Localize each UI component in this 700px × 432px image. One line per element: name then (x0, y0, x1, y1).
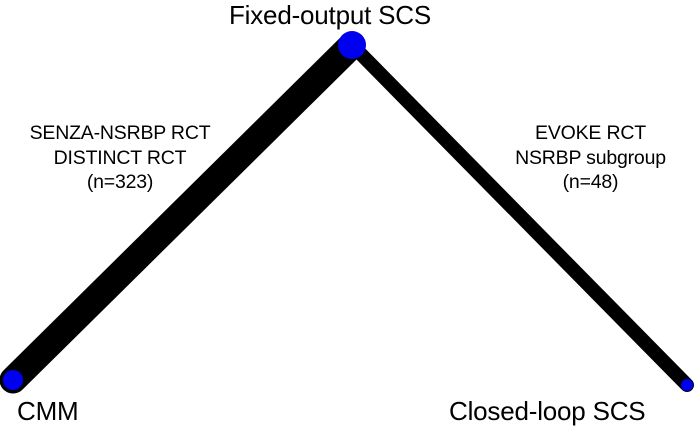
node-closed-loop-scs[interactable] (681, 379, 693, 391)
node-label-closed-loop-scs: Closed-loop SCS (449, 396, 646, 426)
edge-label-cmm-fixed-output-scs: SENZA-NSRBP RCT DISTINCT RCT (n=323) (0, 121, 240, 195)
edge-label-right-line1: EVOKE RCT (535, 122, 646, 144)
nodes-group (3, 31, 693, 391)
node-label-fixed-output-scs: Fixed-output SCS (229, 0, 432, 30)
edge-label-right-line2: NSRBP subgroup (515, 146, 666, 169)
node-label-cmm: CMM (17, 396, 79, 426)
edge-label-left-line1: SENZA-NSRBP RCT (29, 122, 211, 144)
edge-label-right-line3: (n=48) (562, 171, 619, 194)
edge-label-left-line3: (n=323) (86, 171, 154, 194)
edges-group (0, 31, 694, 394)
node-fixed-output-scs[interactable] (338, 31, 366, 59)
edge-fixed-output-scs-to-closed-loop-scs (345, 38, 694, 392)
edge-label-fixed-output-scs-closed-loop-scs: EVOKE RCT NSRBP subgroup (n=48) (481, 121, 700, 195)
node-cmm[interactable] (3, 370, 23, 390)
edge-cmm-to-fixed-output-scs (0, 31, 366, 394)
edge-label-left-line2: DISTINCT RCT (53, 146, 187, 169)
